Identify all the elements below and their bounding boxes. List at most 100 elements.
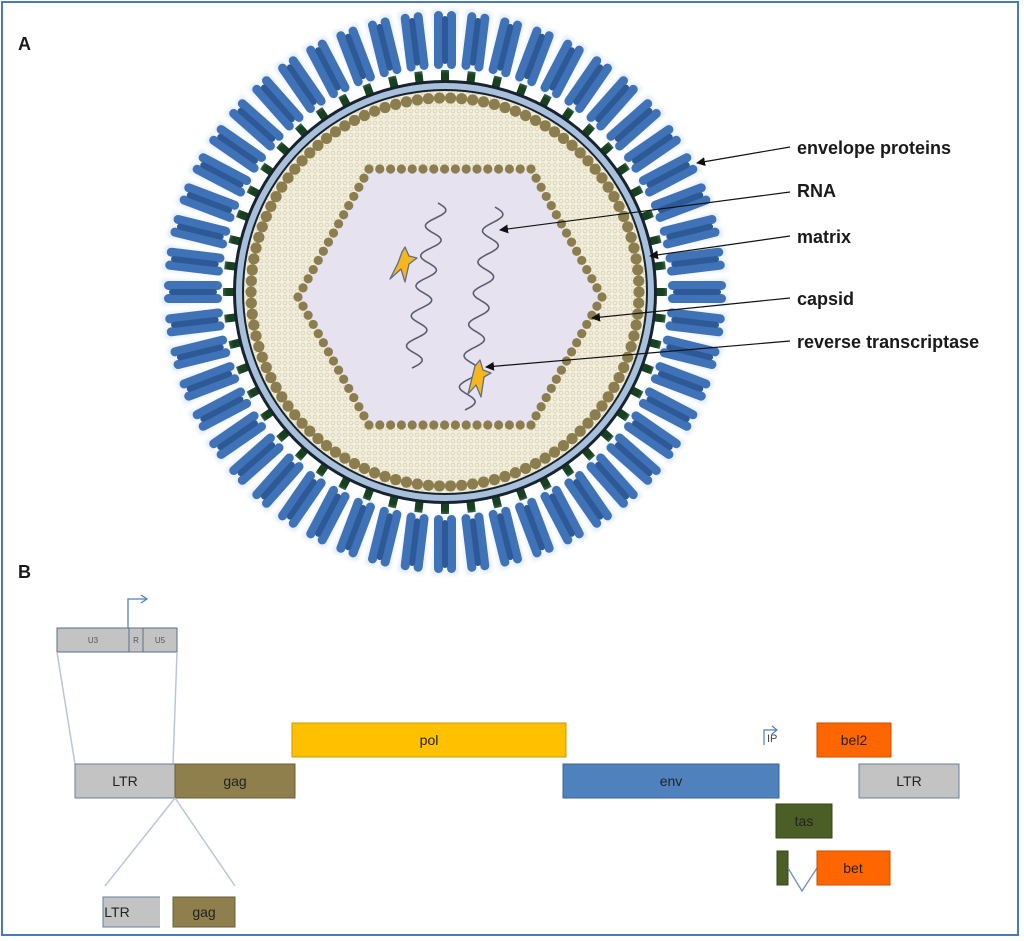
- ltr-right-box: [858, 763, 960, 799]
- capsid-bead: [293, 292, 303, 302]
- spike-core: [671, 256, 720, 268]
- spike-lobe: [551, 45, 584, 99]
- capsid-bead: [333, 365, 344, 375]
- capsid-bead: [308, 264, 318, 275]
- envelope-spike: [625, 148, 702, 200]
- spike-lobe: [278, 63, 315, 113]
- spike-lobe: [515, 26, 542, 82]
- capsid-bead: [472, 164, 482, 174]
- label-envelope-proteins: envelope proteins: [797, 138, 951, 158]
- matrix-bead: [519, 109, 532, 122]
- spike-lobe: [474, 512, 490, 571]
- envelope-spike: [397, 496, 429, 575]
- envelope-spike: [188, 384, 265, 436]
- capsid-bead: [396, 420, 406, 430]
- spike-core: [286, 479, 317, 520]
- spike-glow: [585, 71, 643, 132]
- matrix-bead: [625, 231, 637, 243]
- capsid-bead: [440, 420, 450, 430]
- matrix-bead: [390, 474, 402, 486]
- matrix-bead: [608, 191, 620, 203]
- capsid-bead: [582, 319, 592, 330]
- matrix-bead: [276, 391, 288, 403]
- capsid-bead: [572, 246, 582, 256]
- matrix-bead: [369, 105, 381, 117]
- envelope-spike: [332, 22, 376, 101]
- envelope-spike: [432, 498, 458, 575]
- spike-lobe: [165, 308, 223, 324]
- env-label: env: [660, 773, 683, 789]
- matrix-bead: [253, 341, 265, 353]
- capsid-bead: [344, 383, 354, 394]
- bel2-box: [816, 722, 892, 758]
- envelope-spike: [364, 491, 402, 570]
- spike-lobe: [164, 294, 222, 303]
- capsid-bead: [592, 283, 602, 293]
- capsid-bead: [375, 420, 385, 430]
- capsid-bead: [526, 420, 536, 430]
- spike-lobe: [170, 227, 228, 249]
- reverse-transcriptase-icon: [389, 246, 418, 283]
- ltr-detail-top: U3 R U5: [56, 594, 178, 765]
- matrix-bead: [339, 120, 351, 132]
- matrix-bead: [529, 114, 542, 127]
- capsid-bead: [587, 310, 597, 320]
- spike-lobe: [173, 215, 231, 236]
- matrix-bead: [509, 105, 521, 117]
- spike-core: [666, 344, 714, 361]
- capsid-bead: [461, 164, 471, 174]
- label-rna: RNA: [797, 181, 836, 201]
- matrix-bead: [632, 308, 644, 320]
- matrix-bead: [400, 96, 413, 108]
- spike-core: [217, 420, 258, 451]
- spike-lobe: [461, 12, 477, 70]
- matrix-bead: [250, 242, 262, 254]
- label-matrix: matrix: [797, 227, 851, 247]
- spike-lobe: [668, 281, 726, 290]
- matrix-bead: [296, 417, 308, 429]
- spike-lobe: [348, 26, 375, 82]
- spike-lobe: [624, 125, 674, 162]
- bet-label: bet: [843, 860, 863, 876]
- envelope-arrow: [696, 146, 791, 167]
- spike-core: [573, 479, 604, 520]
- spike-lobe: [209, 411, 259, 449]
- capsid-interior: [298, 169, 602, 425]
- spike-lobe: [278, 471, 315, 521]
- u3-label: U3: [88, 636, 99, 645]
- matrix-bead: [260, 210, 272, 223]
- spike-lobe: [252, 84, 294, 131]
- spike-lobe: [540, 491, 573, 545]
- capsid-bead: [349, 392, 359, 403]
- spike-lobe: [624, 422, 674, 459]
- matrix-bead: [282, 400, 294, 412]
- r-label: R: [133, 636, 139, 645]
- spike-lobe: [368, 20, 389, 78]
- zoom-line: [104, 797, 176, 887]
- capsid-bead: [461, 420, 471, 430]
- gag-bottom-box: [172, 896, 236, 928]
- capsid-bead: [566, 347, 577, 357]
- capsid-bead: [551, 374, 561, 384]
- capsid-bead: [483, 164, 493, 174]
- spike-glow: [585, 452, 643, 513]
- capsid-bead: [303, 310, 313, 320]
- capsid-bead: [364, 164, 374, 174]
- matrix-bead: [557, 132, 570, 144]
- matrix-bead: [467, 478, 479, 490]
- spike-core: [614, 107, 653, 142]
- matrix-bead: [477, 476, 490, 488]
- matrix-arrow: [649, 235, 791, 260]
- capsid-bead: [323, 347, 334, 357]
- spike-core: [217, 133, 258, 164]
- matrix-bead: [289, 163, 301, 175]
- spike-stalk: [441, 70, 449, 86]
- capsid-bead: [531, 411, 541, 421]
- spike-lobe: [262, 76, 304, 122]
- matrix-bead: [633, 286, 645, 298]
- matrix-bead: [444, 480, 457, 492]
- spike-core: [549, 47, 575, 91]
- matrix-bead: [348, 114, 361, 127]
- envelope-spike: [488, 14, 526, 93]
- spike-core: [409, 518, 421, 567]
